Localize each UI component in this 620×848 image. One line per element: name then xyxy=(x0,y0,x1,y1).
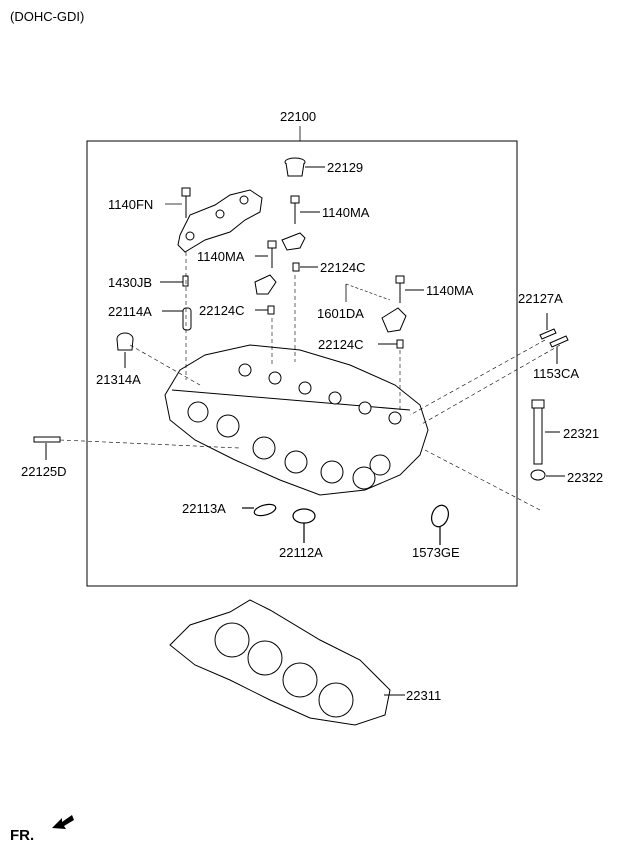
label-22124c-3: 22124C xyxy=(318,337,364,352)
label-22124c-2: 22124C xyxy=(199,303,245,318)
label-22114a: 22114A xyxy=(108,304,152,319)
bolt-part xyxy=(255,195,424,303)
engine-variant-label: (DOHC-GDI) xyxy=(10,9,85,24)
label-1140ma-3: 1140MA xyxy=(426,283,474,298)
seal-part xyxy=(242,503,450,545)
label-1140ma-2: 1140MA xyxy=(197,249,245,264)
label-21314a: 21314A xyxy=(96,372,141,387)
label-1140fn: 1140FN xyxy=(108,197,154,212)
cylinder-head-body xyxy=(164,344,429,496)
label-22311: 22311 xyxy=(406,688,442,703)
label-22124c-1: 22124C xyxy=(320,260,366,275)
label-assembly: 22100 xyxy=(280,109,317,124)
label-1140ma-1: 1140MA xyxy=(322,205,370,220)
label-1430jb: 1430JB xyxy=(108,275,153,290)
label-22112a: 22112A xyxy=(279,545,323,560)
bearing-cap-part xyxy=(177,187,263,253)
front-direction-label: FR. xyxy=(10,827,35,844)
label-22113a: 22113A xyxy=(182,501,226,516)
expansion-plug-part xyxy=(116,332,134,368)
assembly-frame xyxy=(86,140,518,587)
head-gasket-part xyxy=(169,599,405,726)
label-22125d: 22125D xyxy=(21,464,67,479)
label-1153ca: 1153CA xyxy=(533,366,580,381)
front-arrow-icon xyxy=(52,815,74,829)
label-1573ge: 1573GE xyxy=(412,545,460,560)
cap-plug-part xyxy=(284,157,325,177)
label-1601da: 1601DA xyxy=(317,306,364,321)
dowel-part xyxy=(160,262,404,349)
label-22127a: 22127A xyxy=(518,291,563,306)
label-22129: 22129 xyxy=(327,160,364,175)
long-stud-part xyxy=(33,436,61,460)
alignment-lines xyxy=(59,252,561,511)
label-22321: 22321 xyxy=(563,426,600,441)
stud-part xyxy=(530,313,569,481)
journal-cap-part xyxy=(254,232,407,333)
label-22322: 22322 xyxy=(567,470,604,485)
